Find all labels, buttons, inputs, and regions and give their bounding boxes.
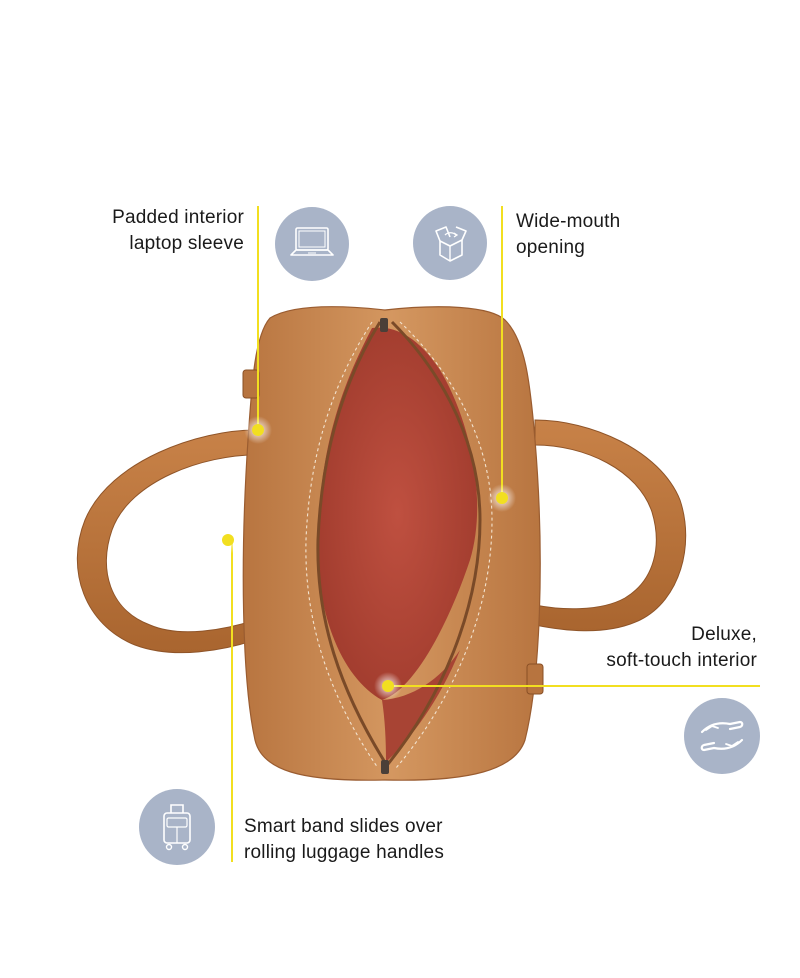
label-line: laptop sleeve [129, 233, 244, 254]
zipper-pull-top [380, 318, 388, 332]
callout-dot-wide-mouth [488, 484, 516, 512]
rolling-luggage-icon [139, 789, 215, 865]
label-line: soft-touch interior [606, 650, 757, 671]
callout-dot-smart-band [214, 526, 242, 554]
zipper-pull-bottom [381, 760, 389, 774]
stitch-left [305, 321, 379, 769]
bag-lining [317, 327, 478, 700]
label-line: Smart band slides over [244, 816, 443, 837]
laptop-icon [275, 207, 349, 281]
label-line: rolling luggage handles [244, 842, 445, 863]
right-handle [534, 419, 687, 632]
soft-touch-hand-icon [684, 698, 760, 774]
zipper-left-edge [316, 321, 388, 765]
callout-dot-laptop [244, 416, 272, 444]
left-strap [242, 369, 260, 399]
label-line: Deluxe, [691, 624, 757, 645]
callout-dot-interior [374, 672, 402, 700]
label-laptop-sleeve: Padded interior laptop sleeve [60, 205, 244, 257]
label-line: Wide-mouth [516, 211, 621, 232]
label-wide-mouth: Wide-mouth opening [516, 209, 716, 261]
label-line: opening [516, 237, 586, 258]
label-interior: Deluxe, soft-touch interior [540, 622, 757, 674]
label-smart-band: Smart band slides over rolling luggage h… [244, 814, 504, 866]
zipper-right-edge [386, 320, 482, 765]
open-box-icon [413, 206, 487, 280]
label-line: Padded interior [112, 207, 244, 228]
stitch-right [395, 321, 493, 769]
